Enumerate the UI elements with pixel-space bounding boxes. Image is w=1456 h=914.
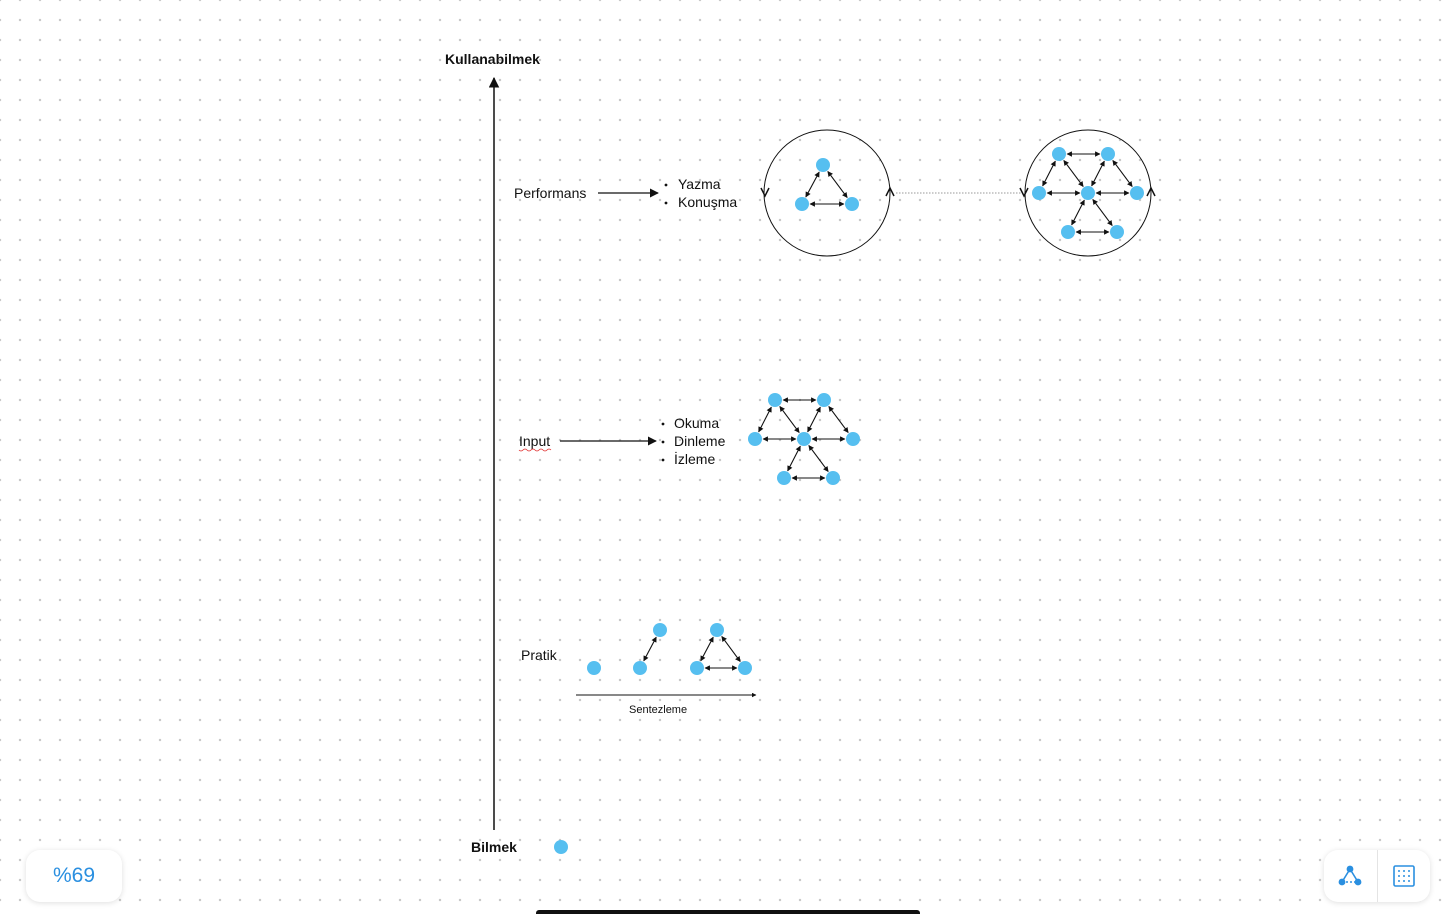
graph-edge [808,444,829,473]
hex-network-input[interactable] [748,393,860,485]
graph-edge [700,636,714,662]
graph-node[interactable] [1101,147,1115,161]
bullet [664,201,668,205]
graph-node[interactable] [587,661,601,675]
performance-item-yazma: Yazma [678,176,721,192]
graph-node[interactable] [738,661,752,675]
practice-label: Pratik [521,647,558,663]
zoom-level-button[interactable]: %69 [26,850,122,902]
graph-node[interactable] [653,623,667,637]
graph-node[interactable] [1110,225,1124,239]
graph-node[interactable] [1081,186,1095,200]
graph-node[interactable] [710,623,724,637]
graph-node[interactable] [777,471,791,485]
axis-bottom-label: Bilmek [471,839,517,855]
hex-network-performance[interactable] [1032,147,1144,239]
axis-top-label: Kullanabilmek [445,51,540,67]
graph-edge [779,405,800,434]
graph-node[interactable] [795,197,809,211]
home-indicator [536,910,920,914]
grid-icon [1392,865,1415,887]
graph-edge [1091,160,1105,187]
bottom-right-toolbar [1324,850,1430,902]
cycle-arrow-right-large [1146,186,1156,197]
graph-node[interactable] [748,432,762,446]
graph-node[interactable] [1032,186,1046,200]
bullet [664,183,668,187]
graph-node[interactable] [768,393,782,407]
connect-nodes-button[interactable] [1324,850,1377,902]
graph-edge [643,636,657,662]
graph-edge [827,170,848,199]
graph-node[interactable] [826,471,840,485]
graph-node[interactable] [1052,147,1066,161]
graph-node[interactable] [817,393,831,407]
synthesis-label: Sentezleme [629,704,687,716]
graph-edge [1042,160,1056,187]
graph-edge [1071,199,1085,226]
single-node[interactable] [554,840,568,854]
performance-item-konusma: Konuşma [678,194,737,210]
network-icon [1338,865,1362,886]
graph-node[interactable] [1061,225,1075,239]
graph-edge [805,171,820,198]
practice-node-sequence[interactable] [587,623,752,675]
graph-edge [807,406,821,433]
grid-toggle-button[interactable] [1378,850,1431,902]
zoom-level-label: %69 [52,864,96,887]
input-item-izleme: İzleme [674,450,715,467]
toolbar-divider [1376,850,1378,902]
triangle-network[interactable] [795,158,859,211]
cycle-arrow-left [760,187,770,198]
cycle-arrow-right [885,186,895,197]
graph-node[interactable] [846,432,860,446]
graph-edge [787,445,801,472]
input-item-dinleme: Dinleme [674,433,726,449]
graph-edge [758,406,772,433]
cycle-arrow-left-large [1019,187,1029,198]
cycle-circle-small[interactable] [763,129,891,257]
graph-edge [1063,159,1084,188]
graph-node[interactable] [690,661,704,675]
graph-node[interactable] [816,158,830,172]
bullet [661,458,665,462]
bullet [661,422,665,426]
spellcheck-underline [518,448,552,452]
graph-node[interactable] [797,432,811,446]
graph-edge [1112,159,1133,188]
graph-edge [828,405,849,434]
graph-node[interactable] [633,661,647,675]
graph-node[interactable] [845,197,859,211]
input-label: Input [519,433,550,449]
input-item-okuma: Okuma [674,415,719,431]
graph-edge [1092,198,1113,227]
performance-label: Performans [514,185,586,201]
bullet [661,440,665,444]
graph-node[interactable] [1130,186,1144,200]
graph-edge [721,635,741,663]
